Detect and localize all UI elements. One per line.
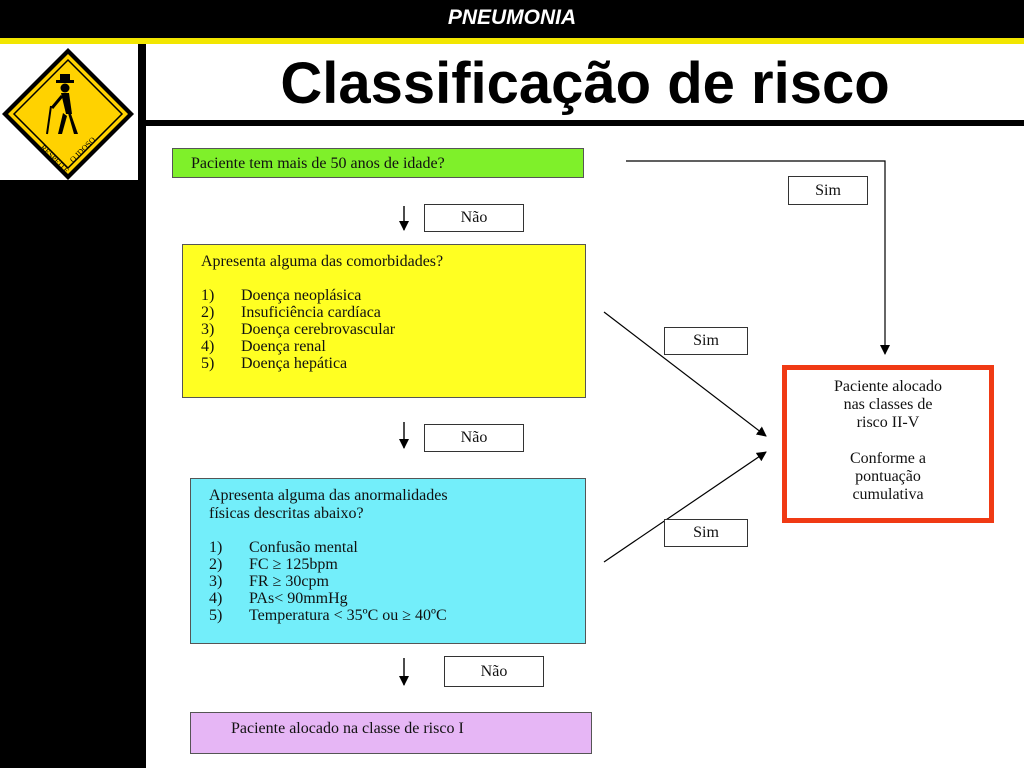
page-title: Classificação de risco	[280, 51, 890, 116]
result-high-risk-box: Paciente alocado nas classes de risco II…	[782, 365, 994, 523]
list-item: 5)Temperatura < 35ºC ou ≥ 40ºC	[209, 607, 447, 624]
physical-abnormalities-list: 1)Confusão mental 2)FC ≥ 125bpm 3)FR ≥ 3…	[209, 539, 585, 624]
list-item: 3)Doença cerebrovascular	[201, 321, 396, 338]
list-item: 1)Doença neoplásica	[201, 287, 362, 304]
list-item: 1)Confusão mental	[209, 539, 358, 556]
list-item: 4)PAs< 90mmHg	[209, 590, 348, 607]
flowchart-connectors	[399, 160, 890, 686]
connector-q3-yes	[603, 451, 767, 563]
result-high-line: risco II-V	[856, 414, 920, 431]
header-bar	[0, 0, 1024, 38]
connector-q1-yes	[626, 160, 890, 355]
physical-abnormalities-box: Apresenta alguma das anormalidades físic…	[190, 478, 586, 644]
label-no-1: Não	[424, 204, 524, 232]
physical-question-line2: físicas descritas abaixo?	[209, 505, 364, 522]
logo-box: RESPEITE O IDOSO	[0, 44, 138, 180]
respeite-o-idoso-sign-icon: RESPEITE O IDOSO	[2, 48, 134, 180]
result-high-line: nas classes de	[843, 396, 933, 413]
list-item: 2)FC ≥ 125bpm	[209, 556, 338, 573]
connector-q2-yes	[603, 311, 767, 437]
result-low-risk-box: Paciente alocado na classe de risco I	[190, 712, 592, 754]
comorbidities-box: Apresenta alguma das comorbidades? 1)Doe…	[182, 244, 586, 398]
label-yes-1: Sim	[788, 176, 868, 205]
label-no-2: Não	[424, 424, 524, 452]
question-age-box: Paciente tem mais de 50 anos de idade?	[172, 148, 584, 178]
result-high-line: Paciente alocado	[834, 378, 942, 395]
result-high-line: pontuação	[855, 468, 921, 485]
question-age-text: Paciente tem mais de 50 anos de idade?	[191, 155, 445, 172]
result-high-line: cumulativa	[852, 486, 924, 503]
list-item: 3)FR ≥ 30cpm	[209, 573, 329, 590]
comorbidities-question: Apresenta alguma das comorbidades?	[201, 253, 444, 270]
label-no-3: Não	[444, 656, 544, 687]
header-yellow-line	[0, 38, 1024, 44]
title-area	[146, 44, 1024, 120]
list-item: 5)Doença hepática	[201, 355, 348, 372]
result-high-line: Conforme a	[850, 450, 926, 467]
list-item: 2)Insuficiência cardíaca	[201, 304, 381, 321]
physical-question-line1: Apresenta alguma das anormalidades	[209, 487, 448, 504]
label-yes-3: Sim	[664, 519, 748, 547]
comorbidities-list: 1)Doença neoplásica 2)Insuficiência card…	[201, 287, 585, 372]
flowchart-area: Paciente tem mais de 50 anos de idade? N…	[146, 126, 1024, 768]
label-yes-2: Sim	[664, 327, 748, 355]
result-low-text: Paciente alocado na classe de risco I	[231, 720, 464, 737]
title-rule	[146, 120, 1024, 126]
header-title: PNEUMONIA	[447, 6, 577, 29]
list-item: 4)Doença renal	[201, 338, 326, 355]
